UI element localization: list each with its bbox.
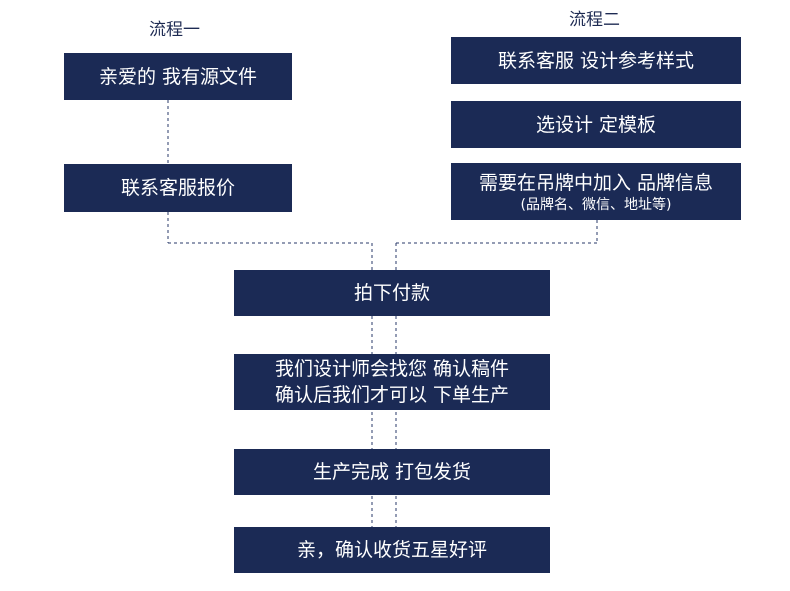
flow2-step-brand-info: 需要在吊牌中加入 品牌信息 (品牌名、微信、地址等) <box>451 163 741 220</box>
flow2-step-reference-style-text: 联系客服 设计参考样式 <box>497 49 695 72</box>
flow1-step-quote: 联系客服报价 <box>64 164 292 212</box>
step-ship-text: 生产完成 打包发货 <box>312 461 472 483</box>
flow1-label: 流程一 <box>149 20 200 40</box>
step-confirm-draft-line2: 确认后我们才可以 下单生产 <box>274 384 510 406</box>
flow1-step-source-file: 亲爱的 我有源文件 <box>64 53 292 100</box>
flow2-label: 流程二 <box>569 10 620 30</box>
step-ship: 生产完成 打包发货 <box>234 449 550 495</box>
flow2-step-brand-info-text: 需要在吊牌中加入 品牌信息 <box>478 171 714 194</box>
step-confirm-draft: 我们设计师会找您 确认稿件 确认后我们才可以 下单生产 <box>234 354 550 410</box>
flow1-step-quote-text: 联系客服报价 <box>120 177 235 199</box>
flow2-step-choose-template: 选设计 定模板 <box>451 101 741 148</box>
step-review: 亲，确认收货五星好评 <box>234 527 550 573</box>
step-pay-text: 拍下付款 <box>353 282 430 304</box>
step-confirm-draft-line1: 我们设计师会找您 确认稿件 <box>274 358 510 380</box>
flow2-step-choose-template-text: 选设计 定模板 <box>535 113 657 136</box>
step-pay: 拍下付款 <box>234 270 550 316</box>
flow2-step-brand-info-note: (品牌名、微信、地址等) <box>520 196 672 213</box>
step-review-text: 亲，确认收货五星好评 <box>296 539 487 561</box>
flow1-step-source-file-text: 亲爱的 我有源文件 <box>98 65 258 88</box>
flow2-step-reference-style: 联系客服 设计参考样式 <box>451 37 741 84</box>
